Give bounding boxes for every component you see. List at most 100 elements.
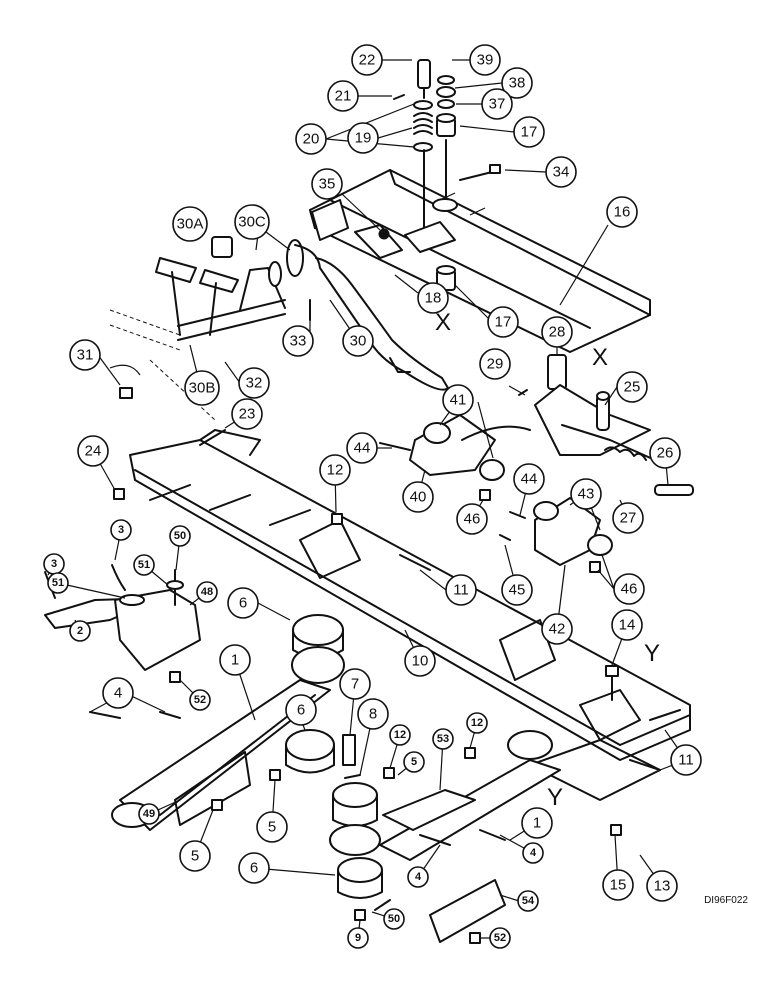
callout-bubble: 34 xyxy=(545,156,577,188)
callout-label: 44 xyxy=(521,471,538,488)
callout-bubble: 1 xyxy=(219,644,251,676)
callout-label: 53 xyxy=(437,733,449,745)
callout-bubble: 10 xyxy=(404,645,436,677)
callout-bubble: 50 xyxy=(169,525,191,547)
callout-bubble: 38 xyxy=(501,67,533,99)
callout-bubble: 32 xyxy=(238,367,270,399)
callout-bubble: 12 xyxy=(466,712,488,734)
callout-bubble: 2 xyxy=(69,620,91,642)
callout-bubble: 52 xyxy=(489,927,511,949)
callout-bubble: 24 xyxy=(77,435,109,467)
callout-label: 4 xyxy=(530,847,537,859)
fasteners xyxy=(89,387,681,846)
callout-bubble: 25 xyxy=(616,371,648,403)
callout-bubble: 4 xyxy=(522,842,544,864)
callout-label: 44 xyxy=(354,440,371,457)
callout-label: 50 xyxy=(388,913,400,925)
callout-label: 16 xyxy=(614,204,631,221)
callout-bubble: 8 xyxy=(357,698,389,730)
callout-bubble: 44 xyxy=(346,432,378,464)
strap-assembly xyxy=(44,564,201,683)
callout-label: 37 xyxy=(489,96,506,113)
callout-bubble: 40 xyxy=(402,481,434,513)
callout-bubble: 6 xyxy=(285,694,317,726)
callout-label: 26 xyxy=(657,445,674,462)
callout-bubble: 7 xyxy=(339,668,371,700)
callout-label: 52 xyxy=(194,694,206,706)
callout-label: 8 xyxy=(369,706,377,723)
callout-bubble: 26 xyxy=(649,437,681,469)
callout-bubble: 19 xyxy=(347,122,379,154)
callout-bubble: 44 xyxy=(513,463,545,495)
callout-label: 7 xyxy=(351,676,359,693)
callout-bubble: 46 xyxy=(456,503,488,535)
callout-label: 51 xyxy=(138,559,150,571)
callout-bubble: 15 xyxy=(602,869,634,901)
callout-label: 4 xyxy=(114,685,122,702)
callout-label: 18 xyxy=(425,290,442,307)
bottom-plate xyxy=(354,879,506,944)
callout-bubble: 35 xyxy=(311,168,343,200)
callout-bubble: 23 xyxy=(231,398,263,430)
callout-label: 29 xyxy=(487,356,504,373)
pin-stack xyxy=(354,59,501,291)
callout-bubble: 17 xyxy=(513,116,545,148)
callout-bubble: 43 xyxy=(570,478,602,510)
callout-label: 35 xyxy=(319,176,336,193)
callout-bubble: 42 xyxy=(541,613,573,645)
callout-label: 43 xyxy=(578,486,595,503)
callout-bubble: 51 xyxy=(47,572,69,594)
callout-bubbles: 22 39 21 38 20 37 19 17 34 35 16 30A 30C… xyxy=(43,44,702,949)
callout-label: 21 xyxy=(335,88,352,105)
callout-bubble: 29 xyxy=(479,348,511,380)
callout-label: 30B xyxy=(189,380,216,397)
callout-bubble: 30C xyxy=(234,204,270,240)
callout-bubble: 12 xyxy=(389,724,411,746)
callout-label: 27 xyxy=(620,510,637,527)
callout-label: 12 xyxy=(471,717,483,729)
callout-bubble: 3 xyxy=(43,553,65,575)
parts-drawing xyxy=(44,59,694,944)
callout-label: 42 xyxy=(549,621,566,638)
callout-bubble: 4 xyxy=(407,866,429,888)
callout-bubble: 30B xyxy=(184,370,220,406)
callout-label: 5 xyxy=(268,819,276,836)
callout-label: 46 xyxy=(464,511,481,528)
callout-bubble: 37 xyxy=(481,88,513,120)
callout-label: 5 xyxy=(411,756,417,768)
callout-label: 34 xyxy=(553,164,570,181)
callout-label: 30C xyxy=(238,214,266,231)
callout-label: 2 xyxy=(77,625,83,637)
callout-bubble: 46 xyxy=(613,573,645,605)
callout-bubble: 22 xyxy=(351,44,383,76)
callout-label: 6 xyxy=(239,595,247,612)
callout-label: 23 xyxy=(239,406,256,423)
callout-label: 11 xyxy=(453,582,469,599)
callout-label: 1 xyxy=(231,652,239,669)
callout-bubble: 6 xyxy=(238,852,270,884)
callout-bubble: 3 xyxy=(110,519,132,541)
callout-label: 5 xyxy=(191,848,199,865)
pivot-brackets xyxy=(379,354,694,566)
callout-bubble: 49 xyxy=(138,803,160,825)
callout-bubble: 14 xyxy=(611,609,643,641)
marker-x-upper: X xyxy=(435,309,451,336)
callout-label: 46 xyxy=(621,581,638,598)
callout-label: 49 xyxy=(143,808,155,820)
callout-label: 1 xyxy=(533,815,541,832)
marker-y-lower: Y xyxy=(547,784,563,811)
marker-y-right: Y xyxy=(644,640,660,667)
callout-label: 39 xyxy=(477,52,494,69)
callout-bubble: 30 xyxy=(342,325,374,357)
callout-bubble: 13 xyxy=(646,870,678,902)
callout-bubble: 54 xyxy=(517,890,539,912)
callout-label: 17 xyxy=(521,124,538,141)
callout-label: 40 xyxy=(410,489,427,506)
connection-markers: X X Y Y xyxy=(435,309,660,811)
reference-lines xyxy=(109,309,216,421)
callout-bubble: 17 xyxy=(487,306,519,338)
callout-bubble: 5 xyxy=(179,840,211,872)
callout-label: 48 xyxy=(201,586,213,598)
callout-bubble: 39 xyxy=(469,44,501,76)
